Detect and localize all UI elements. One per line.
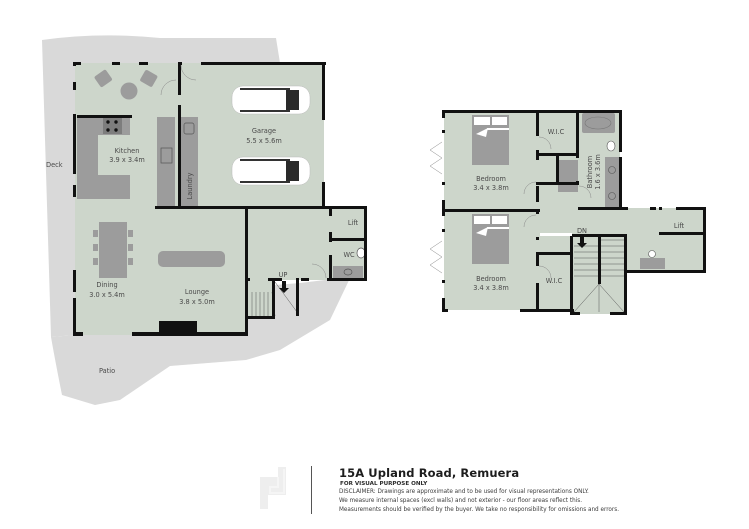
stair-fill	[247, 280, 275, 318]
lounge-dims: 3.8 x 5.0m	[179, 298, 215, 306]
lift-label-first: Lift	[674, 222, 685, 230]
door-swings	[160, 64, 327, 279]
dining-set	[93, 222, 133, 278]
stair-up-label: UP	[279, 271, 288, 279]
toilet-icon	[606, 140, 616, 152]
dining-dims: 3.0 x 5.4m	[89, 291, 125, 299]
lift-label-ground: Lift	[348, 219, 359, 227]
wic2-label: W.I.C	[546, 277, 563, 285]
patio-label: Patio	[99, 367, 115, 375]
chair	[648, 250, 656, 258]
garage-dims: 5.5 x 5.6m	[246, 137, 282, 145]
desk	[640, 258, 665, 269]
bath-vanity	[605, 157, 620, 209]
bed-1	[472, 115, 509, 165]
disclaimer-line-3: Measurements should be verified by the b…	[339, 507, 620, 513]
dining-label: Dining	[96, 281, 117, 289]
bed-2	[472, 214, 509, 264]
footer-divider	[311, 466, 312, 514]
lift-fill	[331, 208, 364, 238]
stair-down	[573, 239, 625, 313]
bedroom2-label: Bedroom	[476, 275, 506, 283]
bedroom1-label: Bedroom	[476, 175, 506, 183]
logo-icon	[260, 467, 286, 509]
bedroom2-dims: 3.4 x 3.8m	[473, 284, 509, 292]
shower	[558, 160, 578, 192]
arrow-down-icon	[279, 281, 289, 293]
bedroom1-dims: 3.4 x 3.8m	[473, 184, 509, 192]
french-doors	[429, 136, 592, 279]
patio-area	[51, 274, 352, 405]
kitchen-fixtures	[77, 69, 175, 207]
hall-fill	[247, 208, 331, 280]
ground-floor	[42, 35, 367, 405]
wic1-label: W.I.C	[548, 128, 565, 136]
laundry-fixtures	[181, 117, 198, 207]
wic2-fill	[538, 255, 571, 310]
fireplace	[159, 321, 197, 335]
deck-area	[42, 35, 280, 338]
ground-walls	[73, 62, 367, 336]
kitchen-dims: 3.9 x 3.4m	[109, 156, 145, 164]
visual-purpose-note: FOR VISUAL PURPOSE ONLY	[340, 481, 428, 487]
toilet-icon	[356, 247, 366, 259]
first-floor-walls	[442, 110, 706, 315]
wc-label: WC	[343, 251, 355, 259]
arrow-down-icon	[577, 236, 587, 248]
property-address: 15A Upland Road, Remuera	[339, 466, 520, 480]
bathroom-label: Bathroom	[586, 156, 594, 188]
stair-down-label: DN	[577, 227, 587, 235]
disclaimer-line-2: We measure internal spaces (excl walls) …	[339, 498, 583, 504]
lounge-label: Lounge	[185, 288, 209, 296]
labels: Deck Patio Kitchen 3.9 x 3.4m Garage 5.5…	[46, 127, 685, 375]
garage-cars	[231, 85, 311, 186]
laundry-label: Laundry	[186, 172, 194, 199]
wic1-fill	[538, 112, 578, 154]
disclaimer-line-1: DISCLAIMER: Drawings are approximate and…	[339, 489, 589, 495]
wc-vanity	[333, 266, 363, 278]
kitchen-label: Kitchen	[115, 147, 140, 155]
bathtub	[582, 113, 615, 133]
deck-label: Deck	[46, 161, 63, 169]
sofa	[158, 251, 225, 267]
bathroom-dims: 1.6 x 3.6m	[594, 154, 602, 190]
garage-label: Garage	[252, 127, 276, 135]
first-floor	[429, 110, 706, 315]
floor-plan: Deck Patio Kitchen 3.9 x 3.4m Garage 5.5…	[42, 35, 706, 405]
